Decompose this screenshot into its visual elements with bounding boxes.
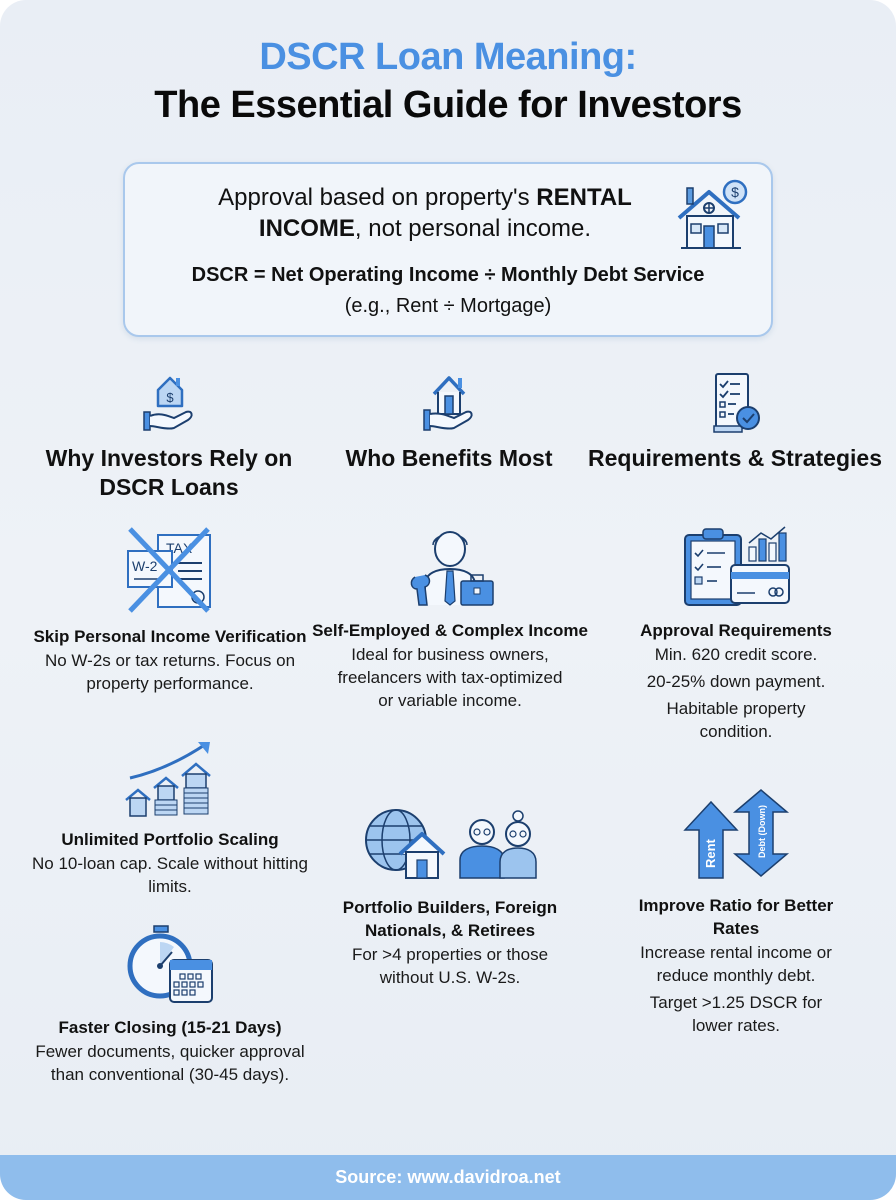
item-desc-line: For >4 properties or those without U.S. … — [351, 945, 549, 987]
globe-house-retirees-icon — [365, 809, 537, 879]
item-description: Min. 620 credit score. 20-25% down payme… — [631, 643, 841, 743]
item-title: Portfolio Builders, Foreign Nationals, &… — [342, 898, 558, 940]
item-description: Fewer documents, quicker approval than c… — [20, 1040, 320, 1086]
item-skip-income-verification: TAX W-2 Skip Personal Income Verificatio… — [20, 525, 320, 695]
item-desc-line: Increase rental income or reduce monthly… — [640, 943, 832, 985]
item-desc-line: No 10-loan cap. Scale without hitting li… — [32, 854, 308, 896]
item-improve-ratio: Rent Debt (Down) Improve Ratio for Bette… — [586, 788, 886, 1037]
rent-up-debt-down-arrows-icon: Rent Debt (Down) — [683, 789, 790, 879]
debt-arrow-label: Debt (Down) — [757, 805, 767, 858]
item-faster-closing: Faster Closing (15-21 Days) Fewer docume… — [20, 922, 320, 1086]
item-title: Self-Employed & Complex Income — [312, 621, 588, 640]
item-desc-line: No W-2s or tax returns. Focus on propert… — [44, 651, 296, 693]
column-who-benefits: Who Benefits Most — [300, 370, 598, 473]
item-title: Unlimited Portfolio Scaling — [61, 830, 279, 849]
column-heading: Requirements & Strategies — [588, 445, 882, 471]
column-heading: Why Investors Rely on DSCR Loans — [45, 445, 293, 500]
item-description: Increase rental income or reduce monthly… — [621, 941, 851, 1037]
item-description: No W-2s or tax returns. Focus on propert… — [20, 649, 320, 695]
hand-house-dollar-icon: $ — [143, 376, 193, 431]
svg-text:$: $ — [731, 184, 739, 200]
stopwatch-calendar-icon — [127, 925, 213, 1003]
item-desc-line: Min. 620 credit score. — [654, 645, 818, 664]
growing-houses-icon — [125, 742, 211, 817]
item-title: Improve Ratio for Better Rates — [638, 896, 834, 938]
crossed-tax-documents-icon: TAX W-2 — [127, 527, 211, 613]
rent-arrow-label: Rent — [703, 838, 718, 868]
item-approval-requirements: Approval Requirements Min. 620 credit sc… — [586, 525, 886, 743]
hand-house-icon — [423, 376, 473, 431]
callout-text-bold: RENTAL INCOME — [258, 184, 632, 242]
checklist-approved-icon — [713, 373, 760, 433]
item-portfolio-scaling: Unlimited Portfolio Scaling No 10-loan c… — [20, 738, 320, 898]
clipboard-credit-card-chart-icon — [684, 526, 790, 606]
item-description: No 10-loan cap. Scale without hitting li… — [20, 852, 320, 898]
source-link[interactable]: Source: www.davidroa.net — [335, 1167, 561, 1187]
item-title: Approval Requirements — [640, 621, 832, 640]
item-desc-line: Fewer documents, quicker approval than c… — [35, 1042, 305, 1084]
item-self-employed: Self-Employed & Complex Income Ideal for… — [300, 525, 600, 712]
callout-statement: Approval based on property's RENTAL INCO… — [165, 182, 685, 244]
item-portfolio-builders: Portfolio Builders, Foreign Nationals, &… — [300, 802, 600, 989]
item-description: Ideal for business owners, freelancers w… — [335, 643, 565, 712]
item-desc-line: Ideal for business owners, freelancers w… — [337, 645, 563, 710]
title-line-1: DSCR Loan Meaning: — [259, 36, 637, 78]
item-description: For >4 properties or those without U.S. … — [335, 943, 565, 989]
item-desc-line: Target >1.25 DSCR for lower rates. — [649, 993, 823, 1035]
item-title: Skip Personal Income Verification — [33, 627, 307, 646]
callout-text-post: , not personal income. — [354, 215, 592, 242]
callout-text-pre: Approval based on property's — [218, 184, 537, 211]
svg-text:$: $ — [166, 390, 174, 405]
source-footer: Source: www.davidroa.net — [0, 1155, 896, 1200]
dscr-example: (e.g., Rent ÷ Mortgage) — [344, 295, 552, 317]
column-heading: Who Benefits Most — [345, 445, 553, 471]
dscr-formula: DSCR = Net Operating Income ÷ Monthly De… — [191, 264, 705, 286]
item-title: Faster Closing (15-21 Days) — [58, 1018, 282, 1037]
item-desc-line: 20-25% down payment. — [646, 672, 826, 691]
svg-text:W-2: W-2 — [132, 558, 158, 574]
column-requirements: Requirements & Strategies — [586, 370, 884, 473]
house-dollar-icon: $ — [677, 179, 748, 249]
item-desc-line: Habitable property condition. — [666, 699, 806, 741]
definition-callout: Approval based on property's RENTAL INCO… — [123, 162, 773, 337]
title-line-2: The Essential Guide for Investors — [154, 84, 742, 126]
self-employed-person-icon — [410, 531, 494, 606]
column-why-investors: $ Why Investors Rely on DSCR Loans — [20, 370, 318, 502]
